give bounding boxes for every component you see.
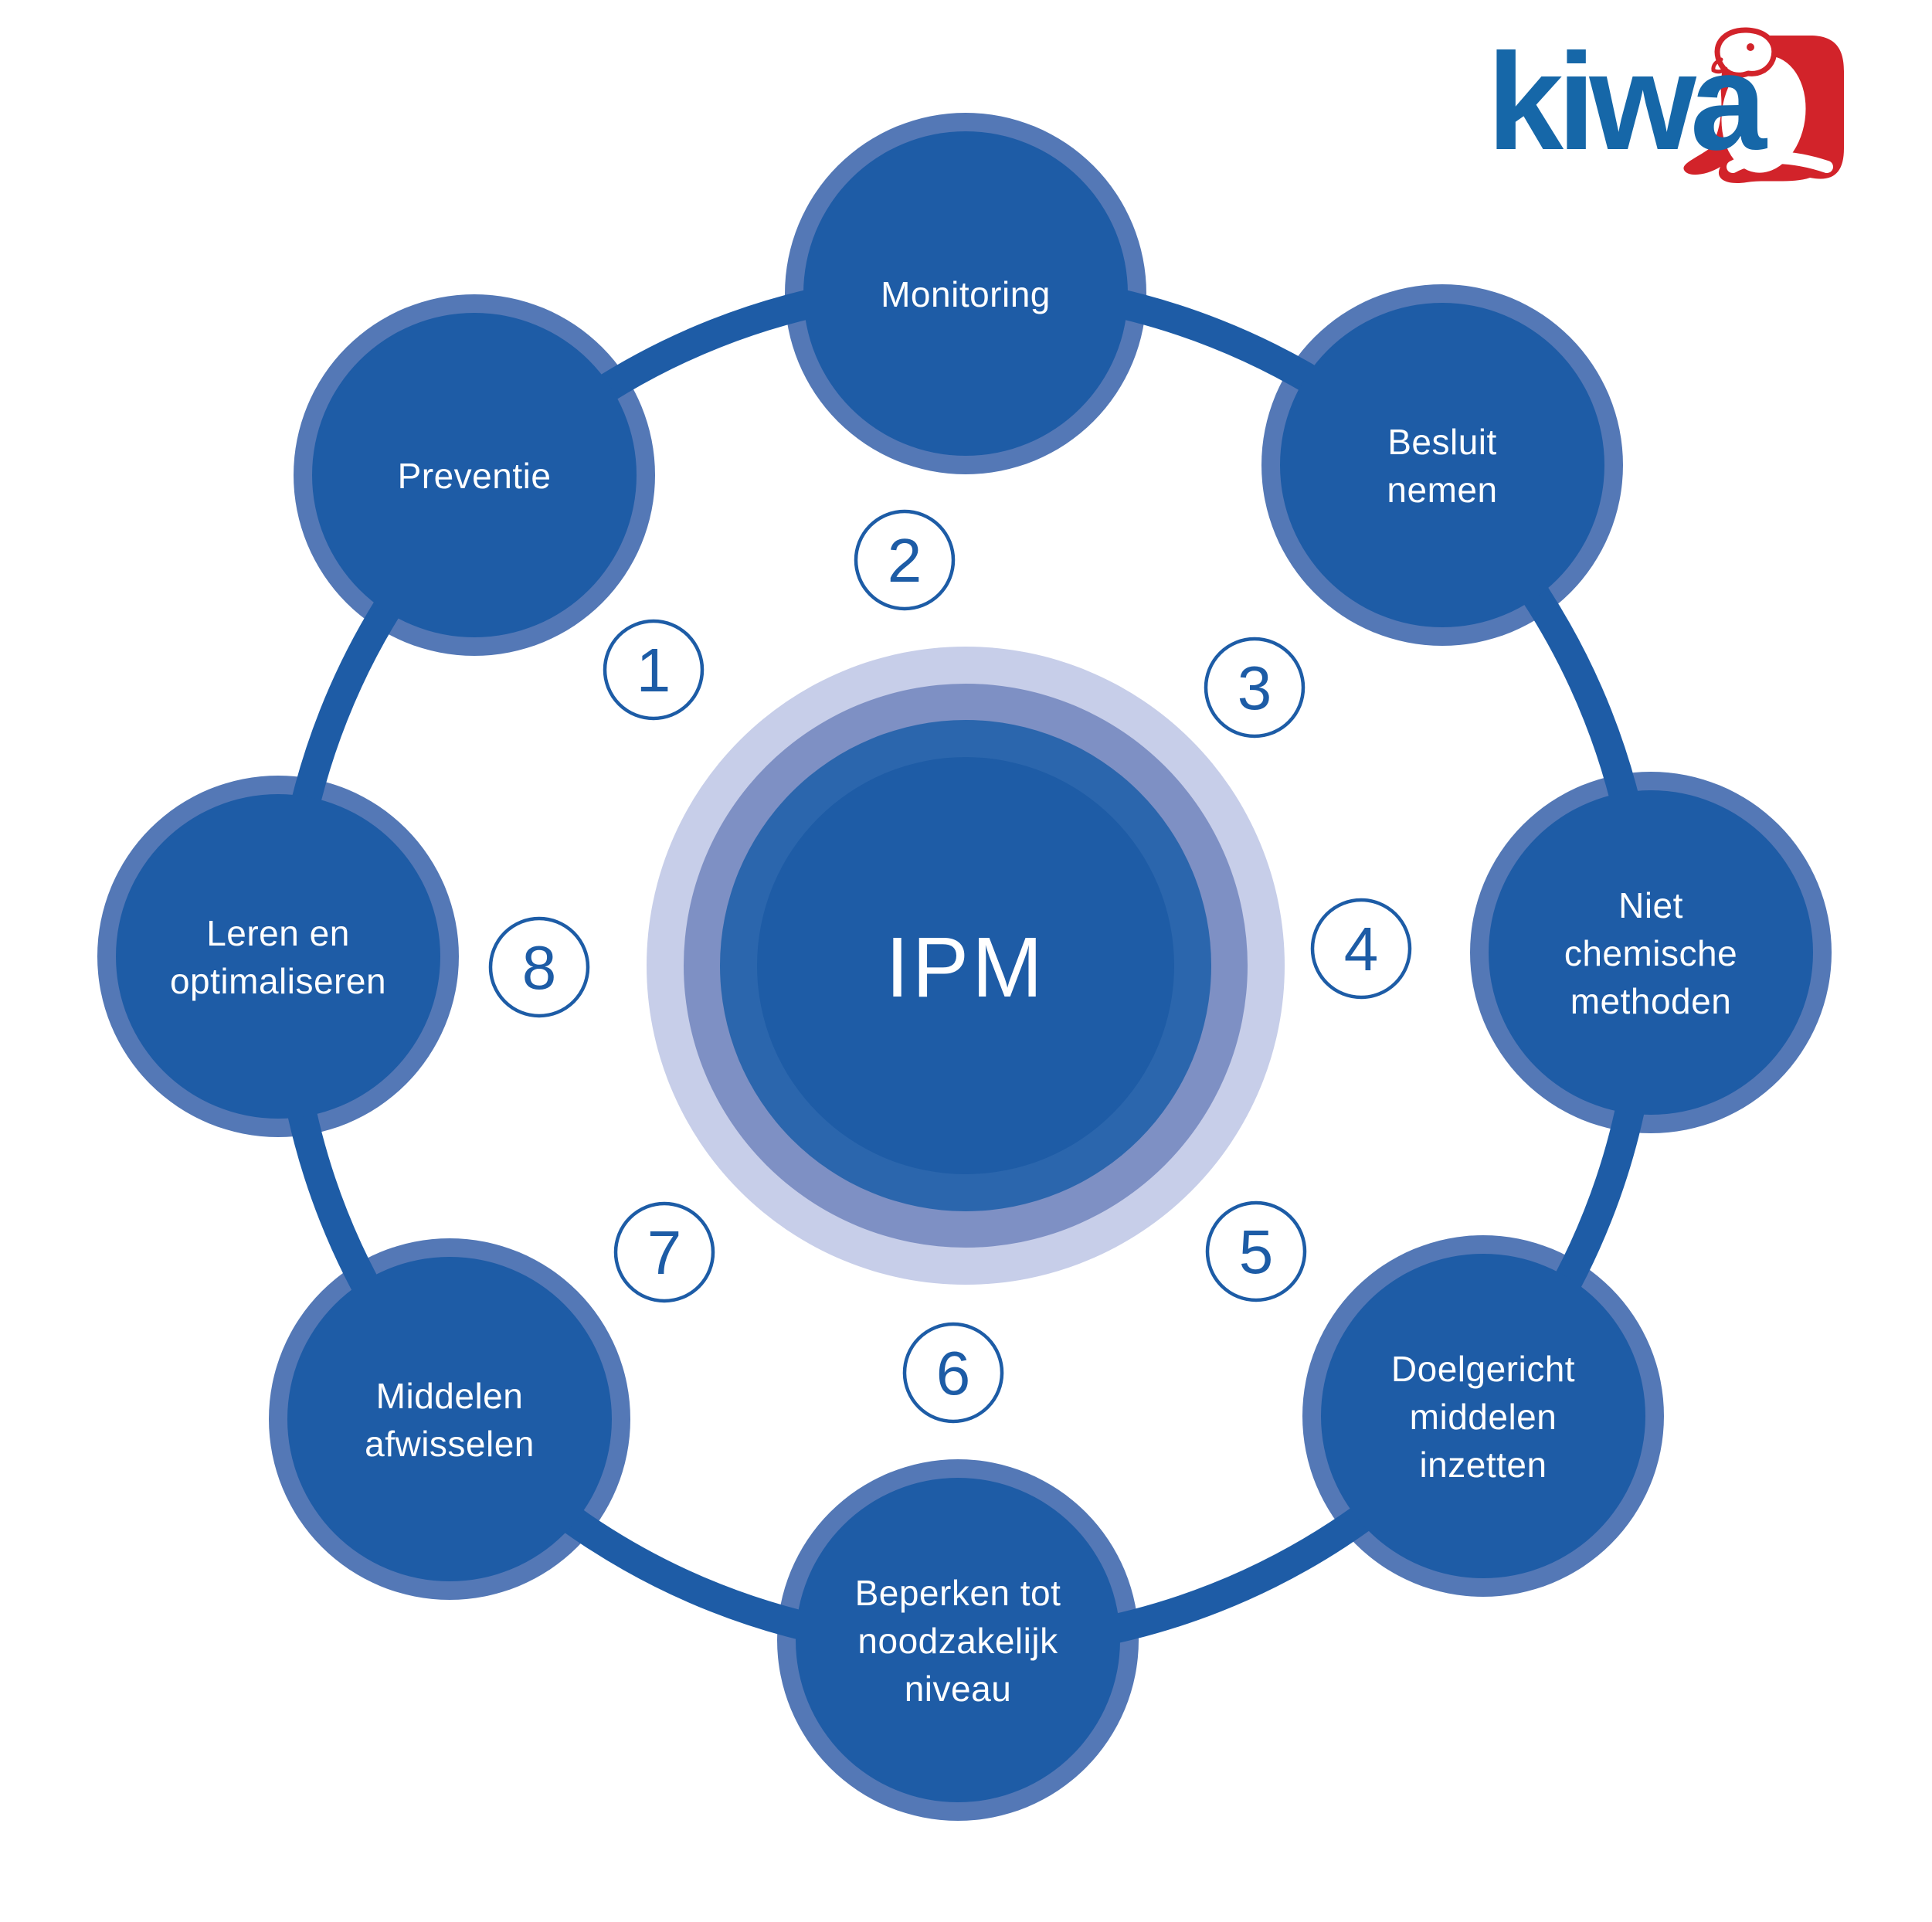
kiwa-beaver-emblem [1683,27,1844,184]
step-badge-5 [1205,1200,1307,1302]
node-middelen-afwisselen [287,1257,612,1581]
step-number-6: 6 [936,1339,971,1408]
beaver-snout [1711,57,1728,74]
kiwa-wordmark: kiwa [1487,25,1768,178]
step-badge-8 [488,916,590,1018]
node-label-monitoring: Monitoring [881,274,1051,314]
step-number-1: 1 [637,636,671,705]
beaver-tail [1727,151,1833,173]
beaver-eye [1747,43,1754,51]
center-label: IPM [885,920,1046,1015]
step-number-badges: 1 2 3 4 5 6 7 8 [488,509,1412,1424]
beaver-head [1714,27,1778,78]
step-number-3: 3 [1238,654,1272,722]
beaver-body [1721,56,1806,173]
node-beperken-tot-noodzakelijk-niveau [796,1478,1120,1802]
node-niet-chemische-methoden [1489,790,1813,1115]
node-doelgericht-middelen-inzetten [1321,1254,1645,1578]
center-ring-motif [647,647,1285,1285]
step-badge-1 [603,619,705,721]
step-badge-6 [902,1322,1004,1424]
step-badge-2 [854,509,956,611]
step-number-5: 5 [1239,1217,1274,1286]
step-badge-4 [1310,898,1412,1000]
step-number-8: 8 [522,933,557,1002]
node-label-preventie: Preventie [398,456,552,496]
step-number-7: 7 [647,1218,682,1287]
center-circle [757,757,1174,1174]
step-number-2: 2 [888,526,922,595]
step-badge-7 [613,1201,715,1303]
step-badge-3 [1204,637,1306,739]
node-monitoring [803,131,1128,456]
node-besluit-nemen [1280,303,1604,627]
node-leren-en-optimaliseren [116,794,440,1119]
step-number-4: 4 [1344,915,1379,983]
kiwa-logo: kiwa [1487,23,1850,187]
node-preventie [312,313,637,637]
